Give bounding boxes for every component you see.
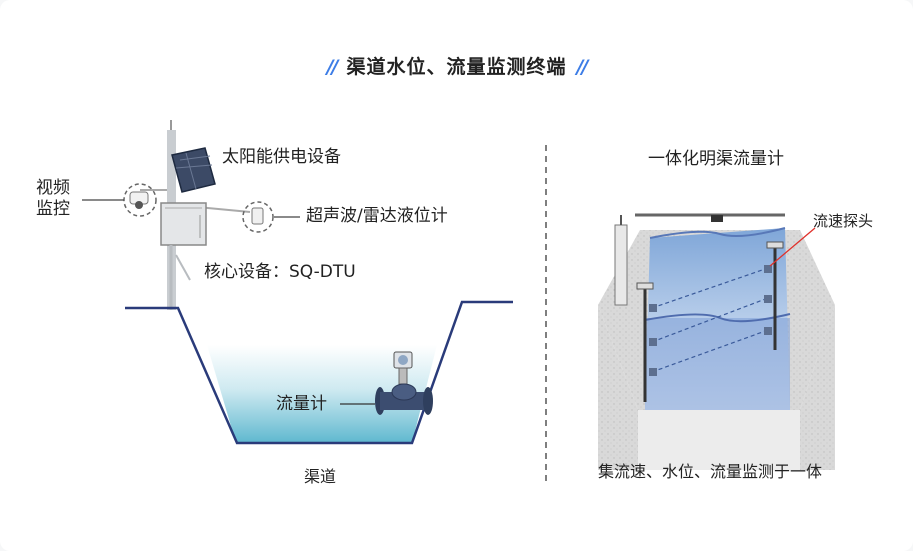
label-flowmeter: 流量计: [276, 394, 327, 414]
open-channel-illustration: [598, 213, 835, 470]
label-level-sensor: 超声波/雷达液位计: [306, 206, 448, 226]
label-core-device: 核心设备：SQ-DTU: [204, 262, 356, 282]
title-text: 渠道水位、流量监测终端: [346, 56, 567, 78]
flowmeter-icon: [375, 351, 433, 415]
solar-panel-icon: [171, 147, 216, 193]
label-solar: 太阳能供电设备: [222, 147, 341, 167]
radar-level-sensor-icon: [242, 201, 274, 233]
label-video: 视频监控: [36, 178, 70, 220]
video-camera-icon: [123, 183, 157, 217]
probe-pointer: [769, 227, 816, 267]
channel-water: [207, 345, 437, 443]
label-right-caption: 集流速、水位、流量监测于一体: [598, 462, 823, 481]
title-deco-left-icon: //: [326, 56, 339, 78]
channel-outline: [125, 300, 513, 445]
page-title: // 渠道水位、流量监测终端 //: [0, 52, 913, 79]
label-channel: 渠道: [304, 467, 337, 486]
dtu-cabinet-icon: [160, 202, 207, 246]
title-deco-right-icon: //: [576, 56, 589, 78]
label-probe: 流速探头: [813, 212, 874, 230]
label-right-title: 一体化明渠流量计: [648, 149, 784, 169]
